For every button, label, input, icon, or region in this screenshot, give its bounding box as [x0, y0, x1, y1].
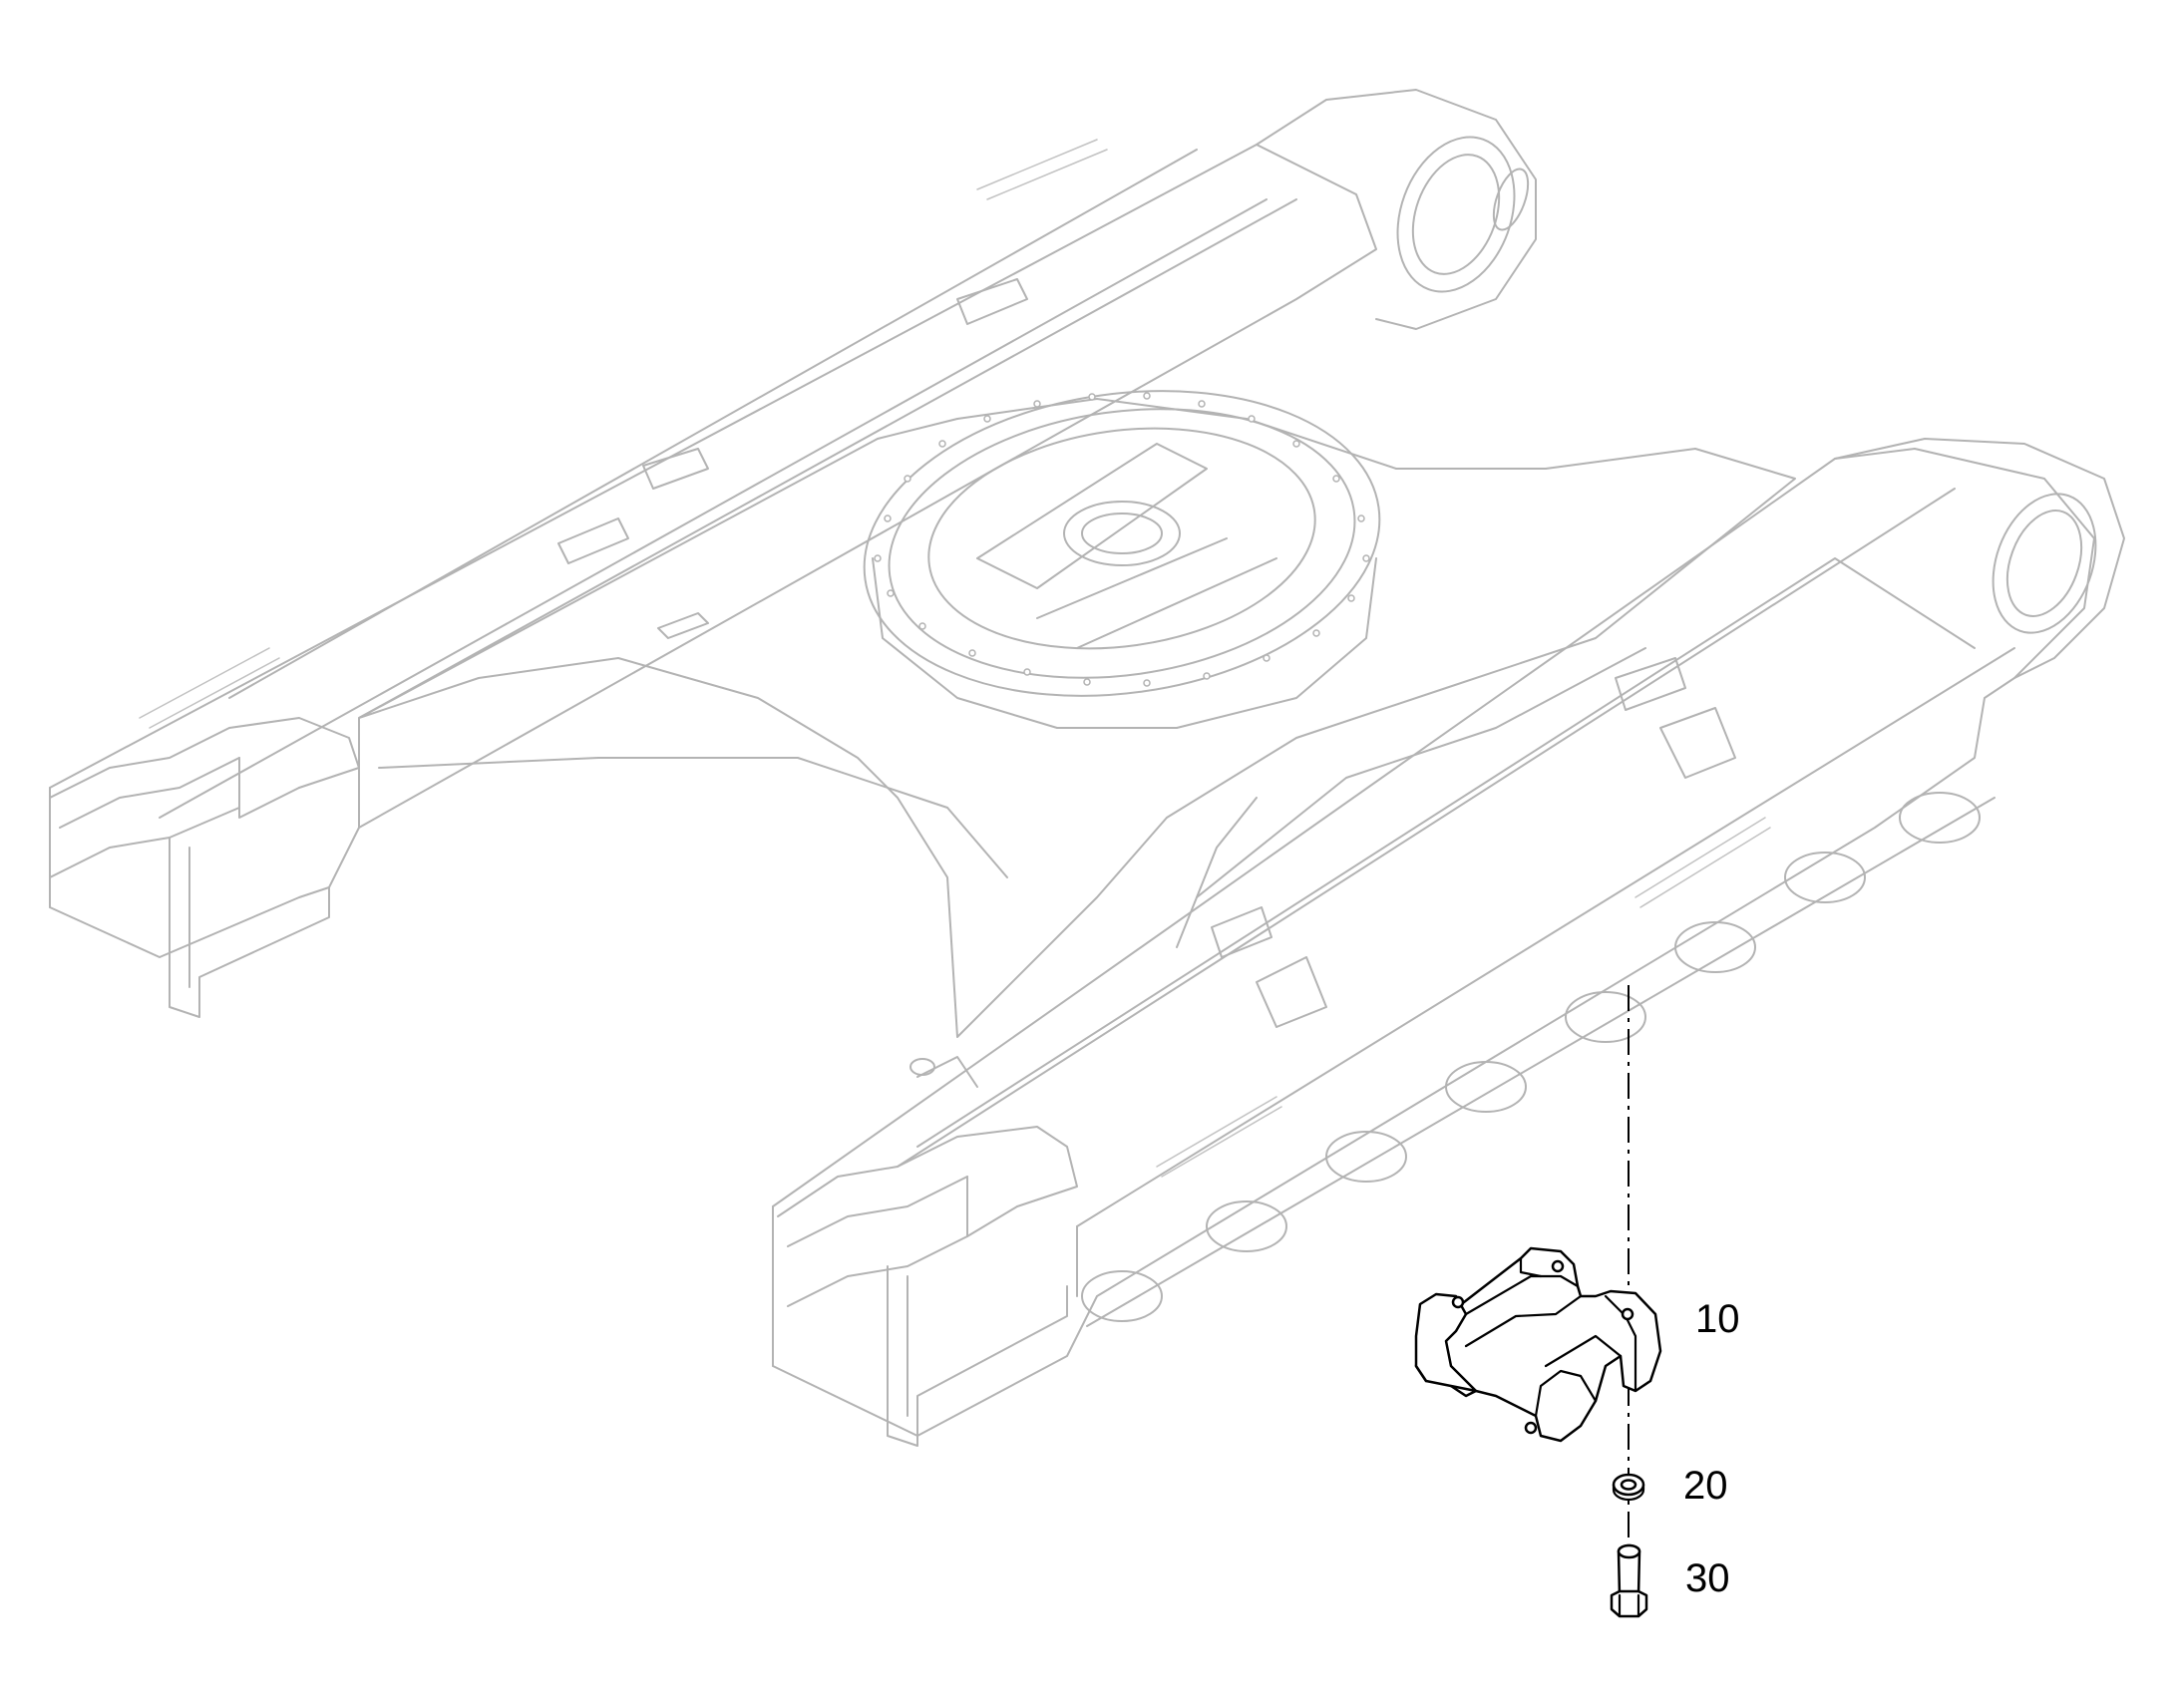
- roller-guard: [1414, 1246, 1662, 1443]
- bolt: [1610, 1543, 1648, 1618]
- slewing-ring-bolt-circle: [874, 392, 1370, 687]
- undercarriage-frame: [49, 89, 2125, 1447]
- left-track-frame: [49, 89, 1537, 1018]
- washer: [1612, 1473, 1645, 1502]
- callout-30: 30: [1685, 1556, 1730, 1600]
- center-car-body: [358, 390, 1796, 1038]
- callout-10: 10: [1695, 1297, 1740, 1341]
- right-track-frame: [772, 438, 2125, 1447]
- callout-20: 20: [1683, 1464, 1728, 1508]
